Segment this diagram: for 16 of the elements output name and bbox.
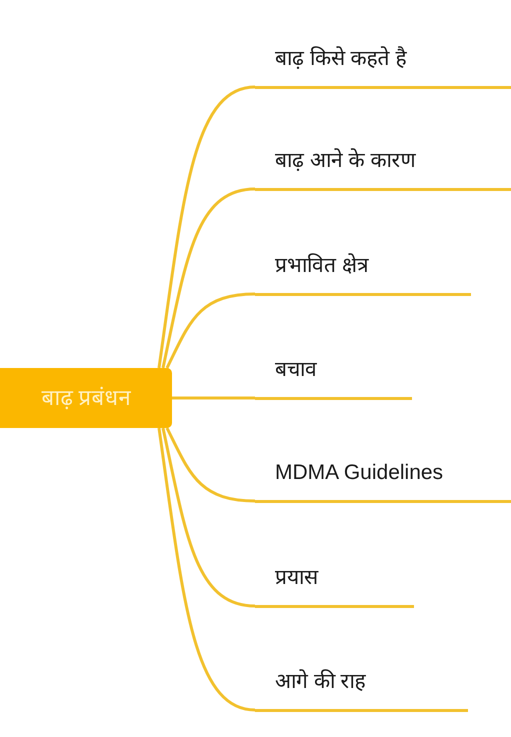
topic-label: बाढ़ किसे कहते है (275, 45, 407, 72)
connector-line (166, 427, 256, 502)
topic-label: प्रयास (275, 565, 318, 592)
topic-label: आगे की राह (275, 668, 366, 696)
connector-line (158, 86, 256, 368)
topic-label: बाढ़ आने के कारण (275, 147, 416, 174)
topic-label: MDMA Guidelines (275, 460, 444, 486)
connector-line (166, 292, 256, 369)
connector-line (172, 396, 255, 400)
central-topic-label: बाढ़ प्रबंधन (41, 384, 131, 412)
connector-line (162, 428, 256, 608)
connector-line (158, 428, 256, 712)
topic-label: बचाव (275, 357, 317, 384)
central-topic-box (0, 368, 172, 428)
topic-label: प्रभावित क्षेत्र (275, 252, 369, 280)
connector-line (162, 188, 256, 368)
